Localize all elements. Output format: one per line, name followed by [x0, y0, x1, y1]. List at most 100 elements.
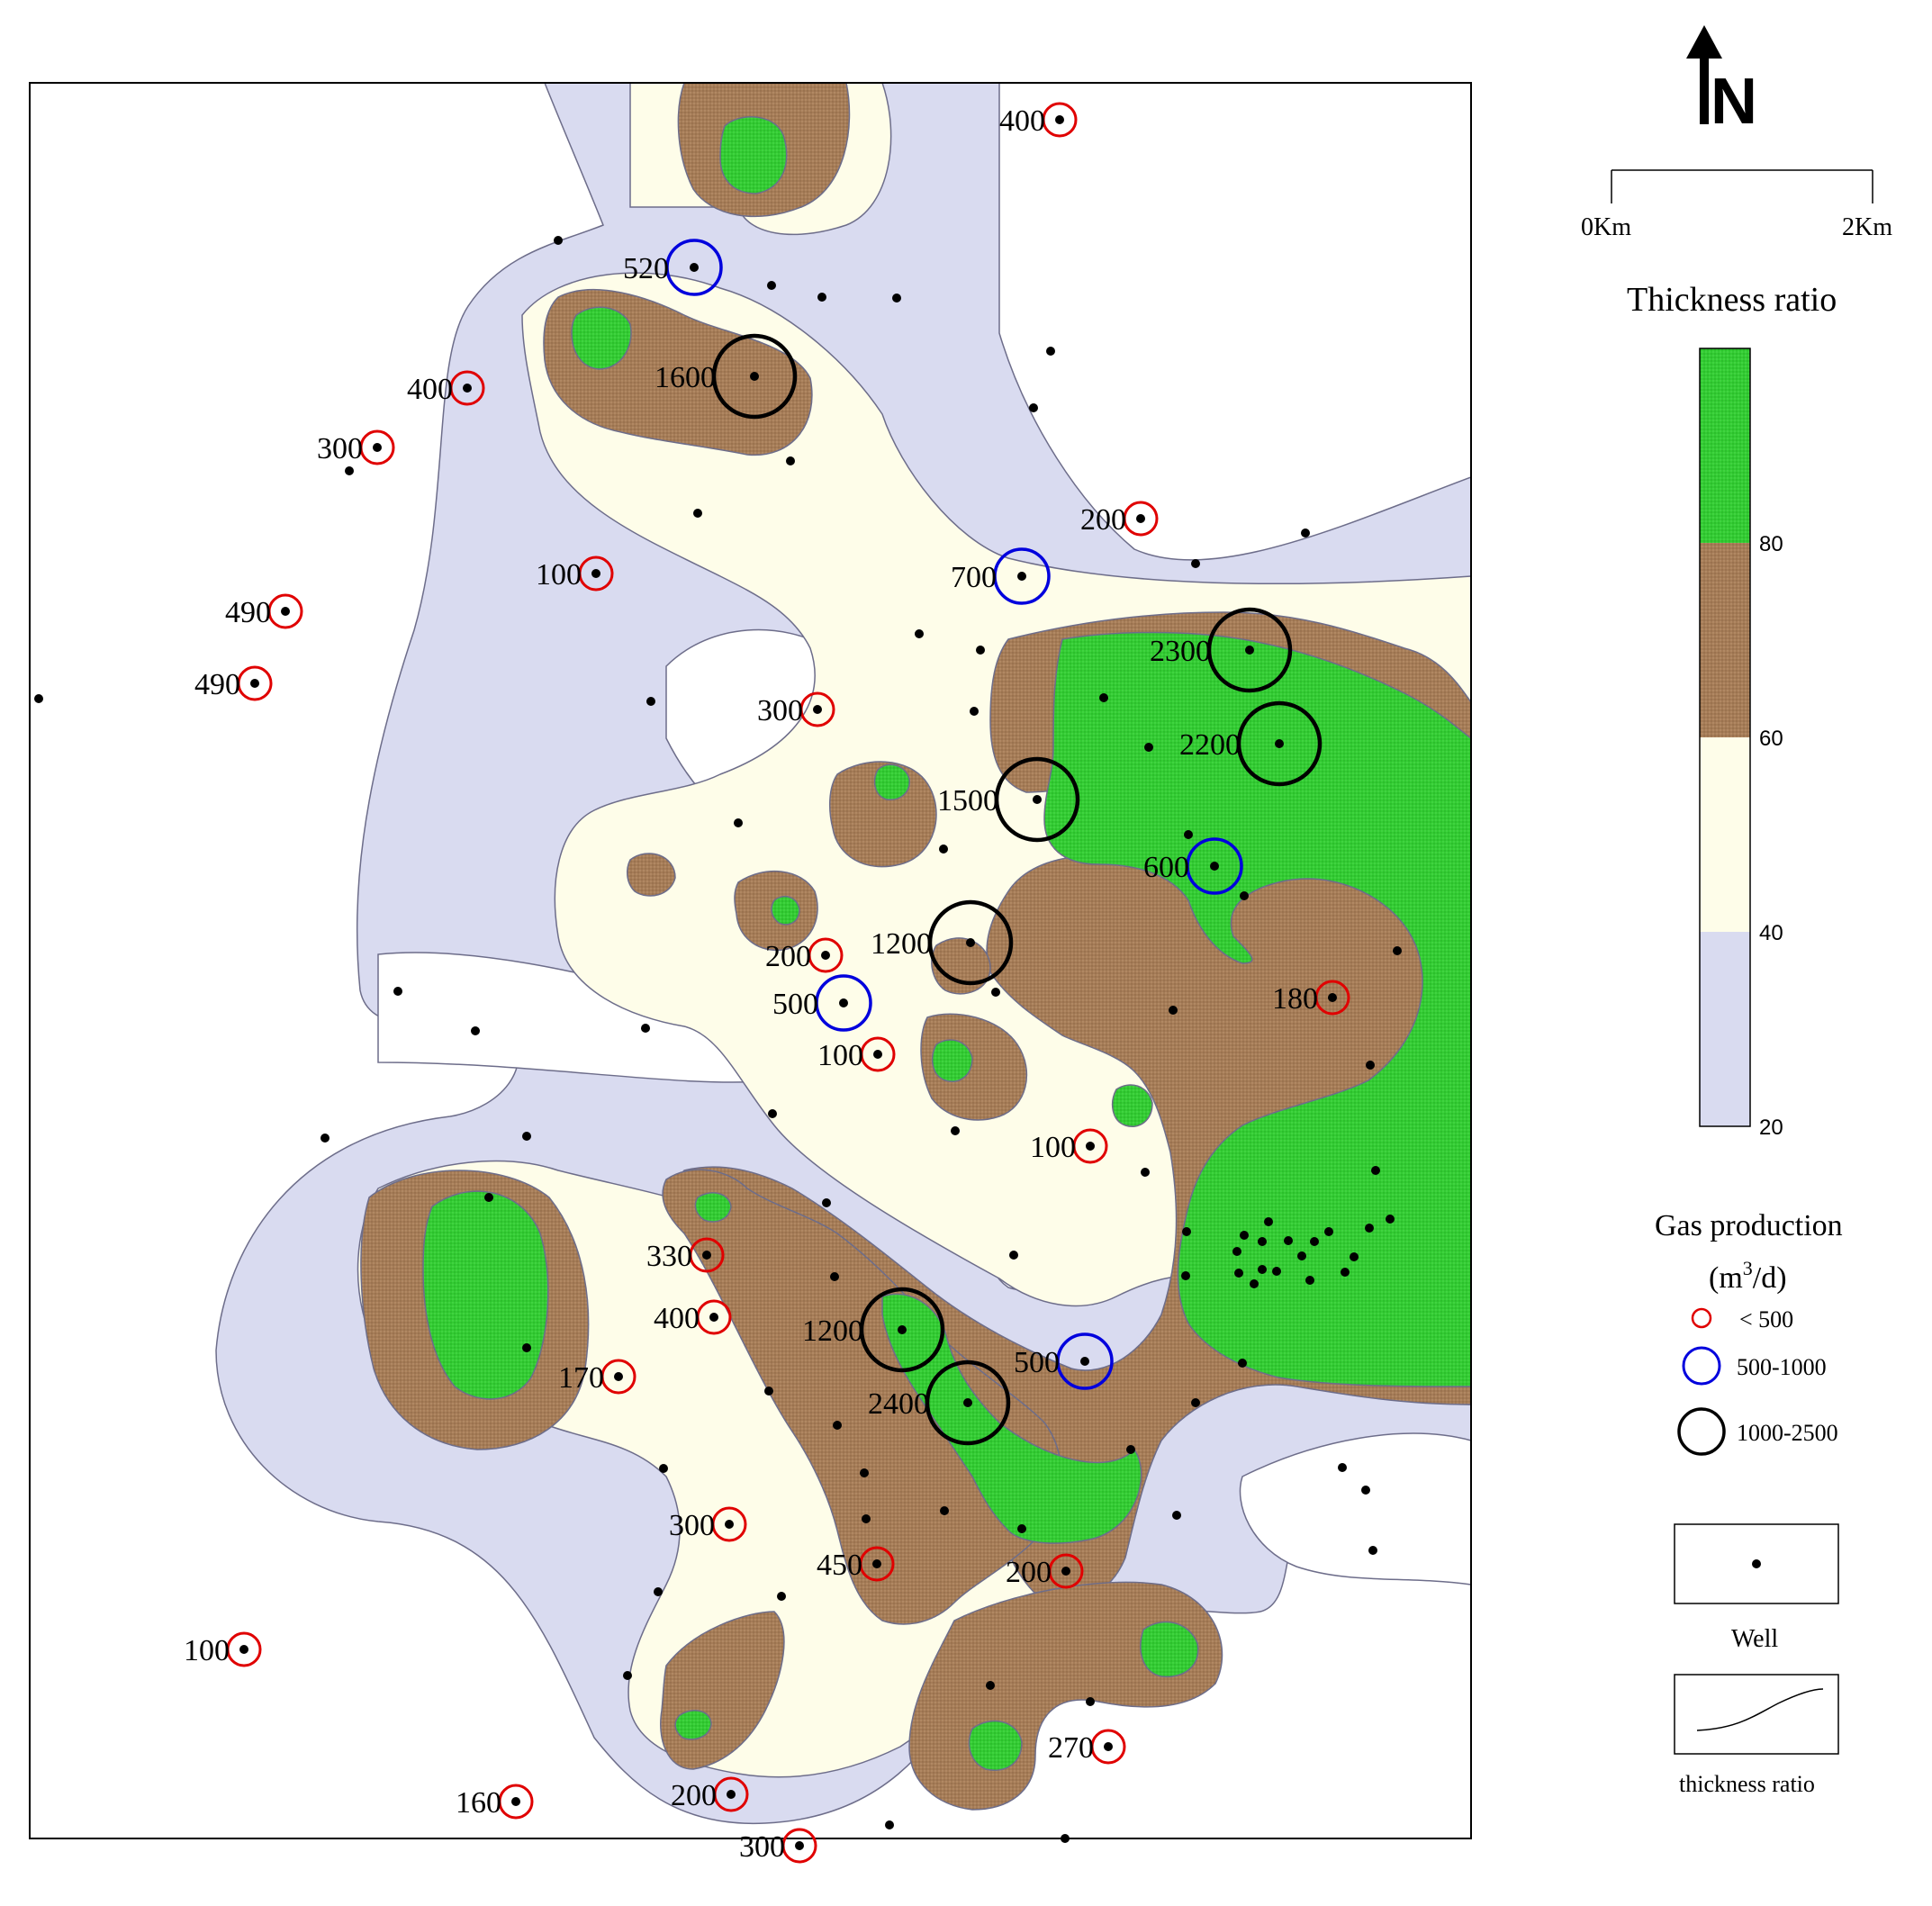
well-dot [1061, 1567, 1070, 1576]
producing-well: 600 [1143, 837, 1243, 895]
production-ring-mid [665, 239, 723, 296]
producing-well: 300 [739, 1828, 817, 1864]
producing-well: 500 [1014, 1332, 1114, 1390]
well-dot [646, 697, 655, 706]
well-dot [1191, 1398, 1200, 1407]
production-label: 300 [669, 1509, 715, 1542]
well-dot [511, 1797, 520, 1806]
production-label: 330 [646, 1240, 692, 1273]
well-dot [554, 236, 563, 245]
production-ring-low [689, 1237, 725, 1273]
production-ring-low [1072, 1128, 1108, 1164]
well-dot [860, 1468, 869, 1477]
well-dot [963, 1398, 972, 1407]
producing-well: 2200 [1179, 700, 1323, 787]
production-ring-low [859, 1546, 895, 1582]
well-dot [463, 384, 472, 393]
production-ring-high [925, 1359, 1011, 1446]
well-dot [1144, 743, 1153, 752]
thickness-tick-80: 80 [1759, 532, 1783, 556]
well-dot [1250, 1279, 1259, 1288]
production-label: 300 [317, 432, 363, 465]
well-dot [966, 938, 975, 947]
well-dot [393, 987, 402, 996]
producing-well: 300 [669, 1506, 747, 1542]
production-label: 180 [1272, 982, 1318, 1016]
production-ring-high [1206, 607, 1293, 693]
producing-well: 400 [654, 1299, 732, 1335]
producing-well: 300 [317, 429, 395, 465]
north-arrow-icon [1686, 25, 1722, 59]
well-dot [1234, 1269, 1243, 1278]
well-dot [1191, 559, 1200, 568]
well-dot [1033, 795, 1042, 804]
well-dot [320, 1134, 330, 1143]
thickness-tick-60: 60 [1759, 727, 1783, 751]
well-dot [1210, 862, 1219, 871]
production-label: 200 [1080, 503, 1126, 537]
well-dot [250, 679, 259, 688]
producing-well: 490 [225, 593, 303, 629]
producing-well: 100 [184, 1631, 262, 1667]
gas-legend-high: 1000-2500 [1677, 1407, 1838, 1456]
well-dot [1080, 1357, 1089, 1366]
thickness-legend-title: Thickness ratio [1627, 281, 1837, 319]
production-label: 100 [817, 1039, 863, 1072]
producing-well: 450 [817, 1546, 895, 1582]
production-ring-low [860, 1036, 896, 1072]
well-dot [892, 294, 901, 303]
producing-well: 700 [951, 547, 1051, 605]
well-dot [1371, 1166, 1380, 1175]
well-dot [1086, 1142, 1095, 1151]
well-dot [970, 707, 979, 716]
production-label: 600 [1143, 851, 1189, 884]
well-dot [1258, 1237, 1267, 1246]
contour-legend-label: thickness ratio [1679, 1771, 1815, 1797]
well-dot [345, 466, 354, 475]
well-dot [1275, 739, 1284, 748]
production-ring-low [449, 370, 485, 406]
producing-well: 2400 [868, 1359, 1011, 1446]
well-dot [1126, 1445, 1135, 1454]
production-label: 170 [558, 1361, 604, 1395]
production-ring-low [359, 429, 395, 465]
well-dot [34, 694, 43, 703]
production-label: 400 [407, 373, 453, 406]
well-dot [1284, 1236, 1293, 1245]
production-label: 520 [623, 252, 669, 285]
production-ring-low [226, 1631, 262, 1667]
production-ring-mid [1186, 837, 1243, 895]
production-label: 300 [739, 1830, 785, 1864]
well-dot [1366, 1061, 1375, 1070]
well-dot [1055, 115, 1064, 124]
production-label: 160 [456, 1786, 501, 1820]
production-ring-low [808, 937, 844, 973]
production-ring-low [711, 1506, 747, 1542]
well-dot [839, 998, 848, 1007]
producing-well: 100 [1030, 1128, 1108, 1164]
well-dot [1009, 1251, 1018, 1260]
production-ring-high [927, 899, 1014, 986]
producing-well: 200 [671, 1776, 749, 1812]
well-dot [862, 1514, 871, 1523]
production-label: 1200 [802, 1314, 863, 1348]
production-ring-low [1314, 980, 1350, 1016]
well-dot [1181, 1271, 1190, 1280]
production-ring-low [1090, 1729, 1126, 1765]
producing-well: 520 [623, 239, 723, 296]
producing-well: 1200 [802, 1287, 945, 1373]
producing-well: 400 [407, 370, 485, 406]
gas-legend-low-label: < 500 [1739, 1306, 1793, 1332]
production-label: 200 [1006, 1556, 1052, 1589]
production-ring-high [994, 756, 1080, 843]
production-ring-low [1042, 102, 1078, 138]
well-dot [1272, 1267, 1281, 1276]
well-dot [654, 1587, 663, 1596]
production-ring-mid [1056, 1332, 1114, 1390]
production-label: 490 [194, 668, 240, 701]
well-dot [951, 1126, 960, 1135]
production-ring-low [713, 1776, 749, 1812]
well-dot [641, 1024, 650, 1033]
production-label: 2400 [868, 1387, 929, 1421]
